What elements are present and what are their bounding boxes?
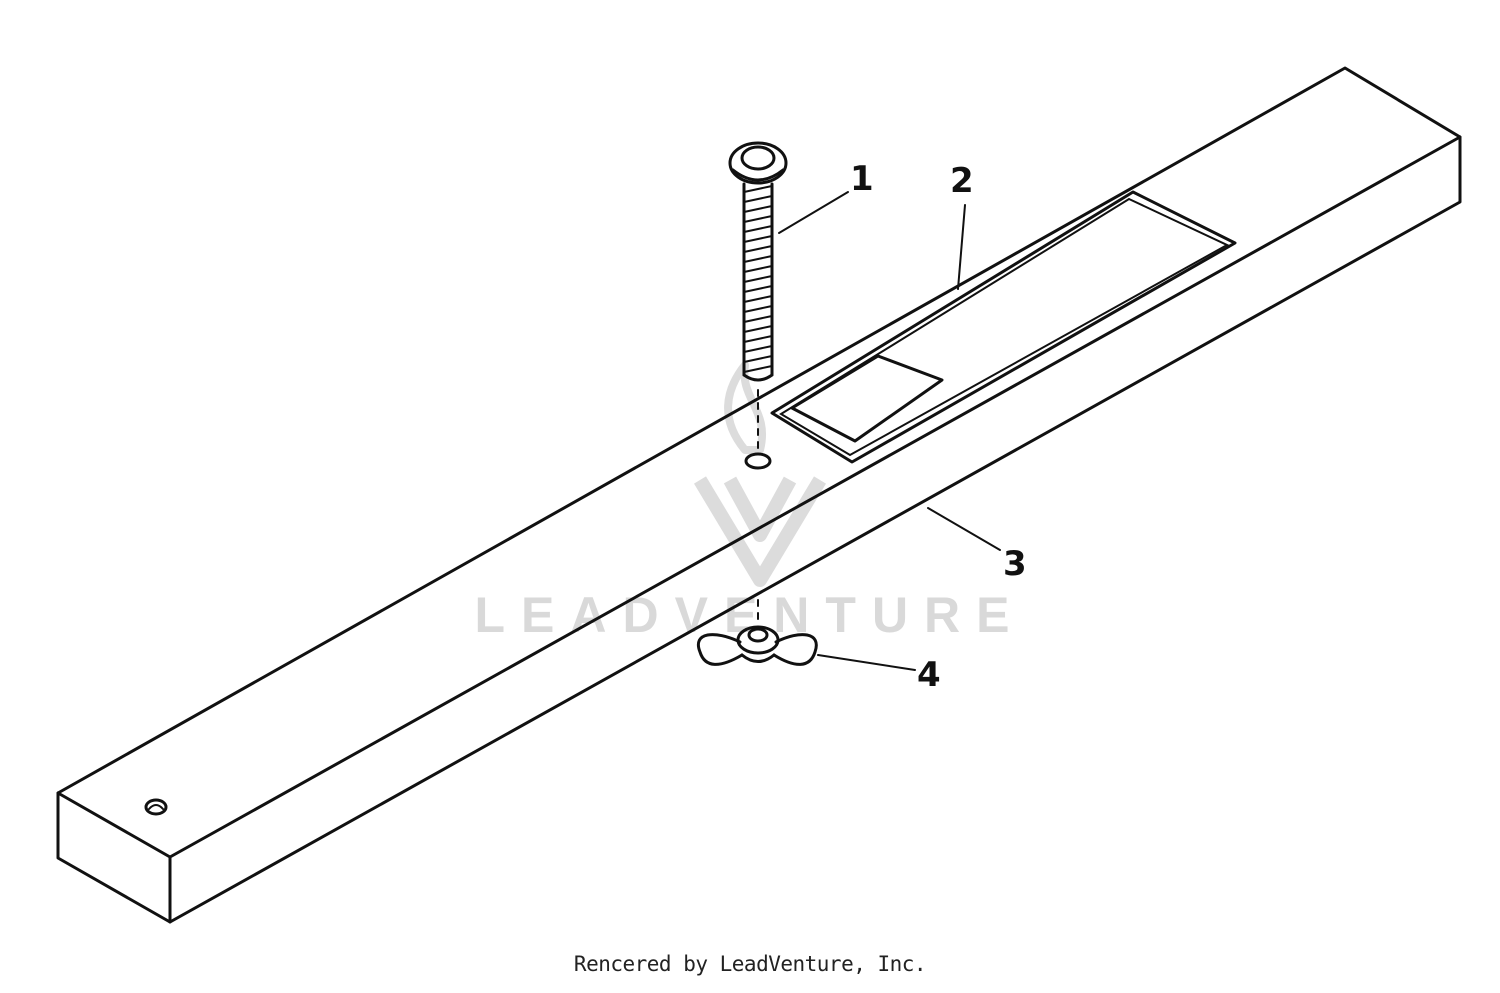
decal-part [770, 190, 1237, 464]
leader-lines [778, 191, 1001, 671]
bar-hole [144, 798, 168, 816]
watermark: LEADVENTURE [474, 361, 1010, 643]
leader-4 [817, 654, 916, 671]
credit-line: Rencered by LeadVenture, Inc. [573, 952, 927, 976]
leader-1 [778, 191, 849, 234]
bar-hole-inner [148, 804, 164, 810]
bolt-hole [744, 452, 772, 470]
callout-2: 2 [950, 161, 974, 201]
callout-4: 4 [917, 655, 941, 695]
wing-nut-part [696, 599, 818, 666]
leader-3 [927, 507, 1001, 551]
bar-part [56, 66, 1462, 924]
callout-1: 1 [850, 159, 874, 199]
leader-2 [957, 204, 966, 290]
bolt-part [728, 141, 788, 470]
callout-3: 3 [1003, 544, 1027, 584]
